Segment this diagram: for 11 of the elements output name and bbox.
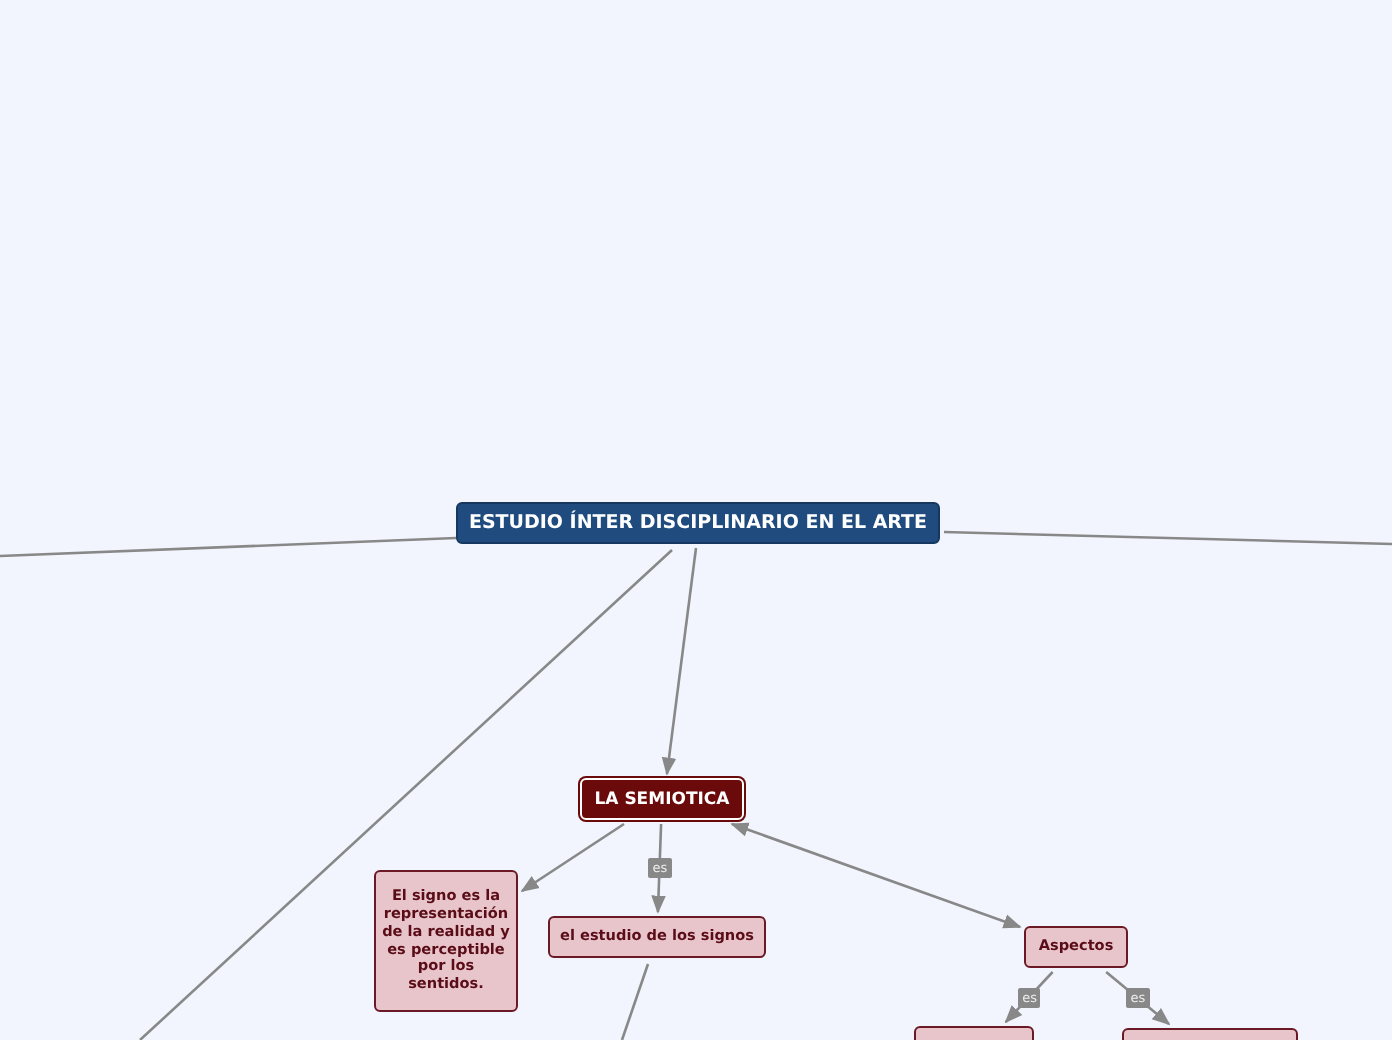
arrow [730, 822, 1022, 929]
connector-line [620, 963, 650, 1040]
connector-line [943, 530, 1392, 546]
connector-line [139, 549, 673, 1040]
arrow [1004, 971, 1054, 1024]
root-topic-box: ESTUDIO ÍNTER DISCIPLINARIO EN EL ARTE [456, 502, 940, 544]
arrow [520, 822, 625, 893]
arrow [651, 823, 666, 914]
connector-line [0, 536, 457, 558]
arrow [661, 547, 698, 776]
topic-box: LA SEMIOTICA [580, 778, 744, 820]
